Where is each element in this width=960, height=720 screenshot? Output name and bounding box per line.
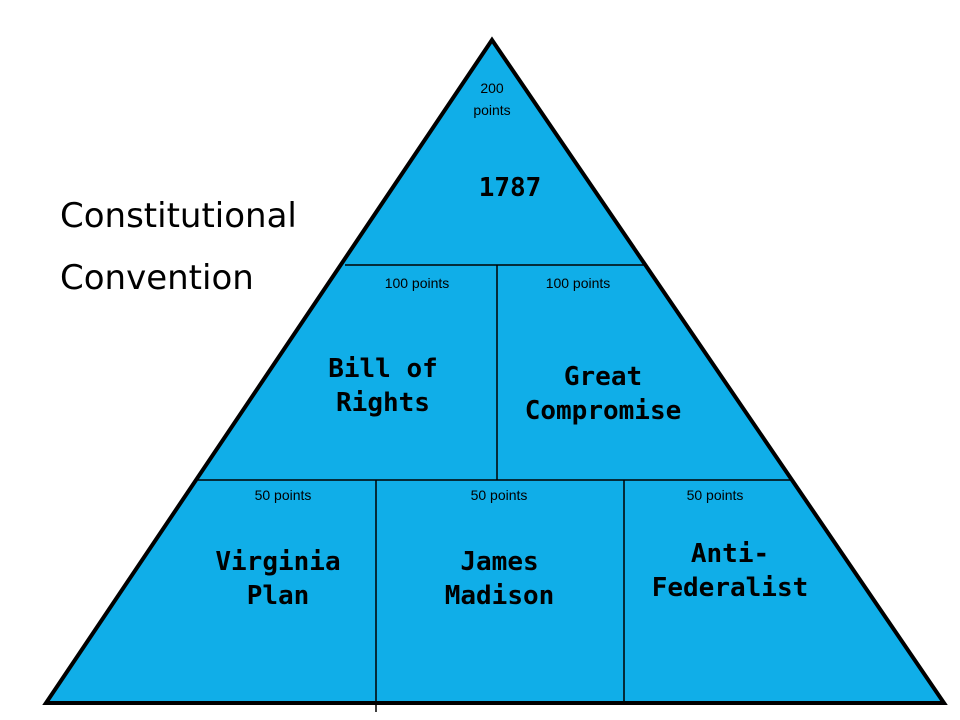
bottom-left-label-line2: Plan — [246, 581, 310, 612]
bottom-left-points: 50 points — [254, 487, 312, 503]
bottom-right-points: 50 points — [686, 487, 744, 503]
top-tier-points: 200 points — [452, 77, 532, 121]
bottom-right-label[interactable]: Anti- Federalist — [630, 537, 830, 606]
middle-left-label-line1: Bill of — [328, 354, 438, 384]
top-tier-label[interactable]: 1787 — [478, 173, 542, 203]
middle-right-points: 100 points — [545, 275, 611, 291]
bottom-middle-label-line1: James — [460, 547, 539, 577]
pyramid-triangle — [42, 36, 948, 705]
middle-left-label-line2: Rights — [336, 388, 430, 419]
middle-left-label[interactable]: Bill of Rights — [303, 352, 463, 421]
bottom-middle-points: 50 points — [470, 487, 528, 503]
bottom-left-label-line1: Virginia — [215, 547, 341, 577]
middle-left-points: 100 points — [384, 275, 450, 291]
middle-right-label[interactable]: Great Compromise — [498, 360, 708, 429]
bottom-right-label-line1: Anti- — [690, 539, 770, 569]
bottom-right-label-line2: Federalist — [651, 573, 809, 604]
middle-right-label-line2: Compromise — [524, 396, 682, 427]
bottom-left-label[interactable]: Virginia Plan — [193, 545, 363, 614]
bottom-middle-label[interactable]: James Madison — [412, 545, 587, 614]
title-line-2: Convention — [60, 258, 254, 298]
top-tier-points-value: 200 — [480, 80, 504, 96]
top-tier-points-unit: points — [473, 102, 511, 118]
title-line-1: Constitutional — [60, 196, 297, 236]
middle-right-label-line1: Great — [563, 362, 643, 392]
bottom-middle-label-line2: Madison — [444, 581, 555, 612]
